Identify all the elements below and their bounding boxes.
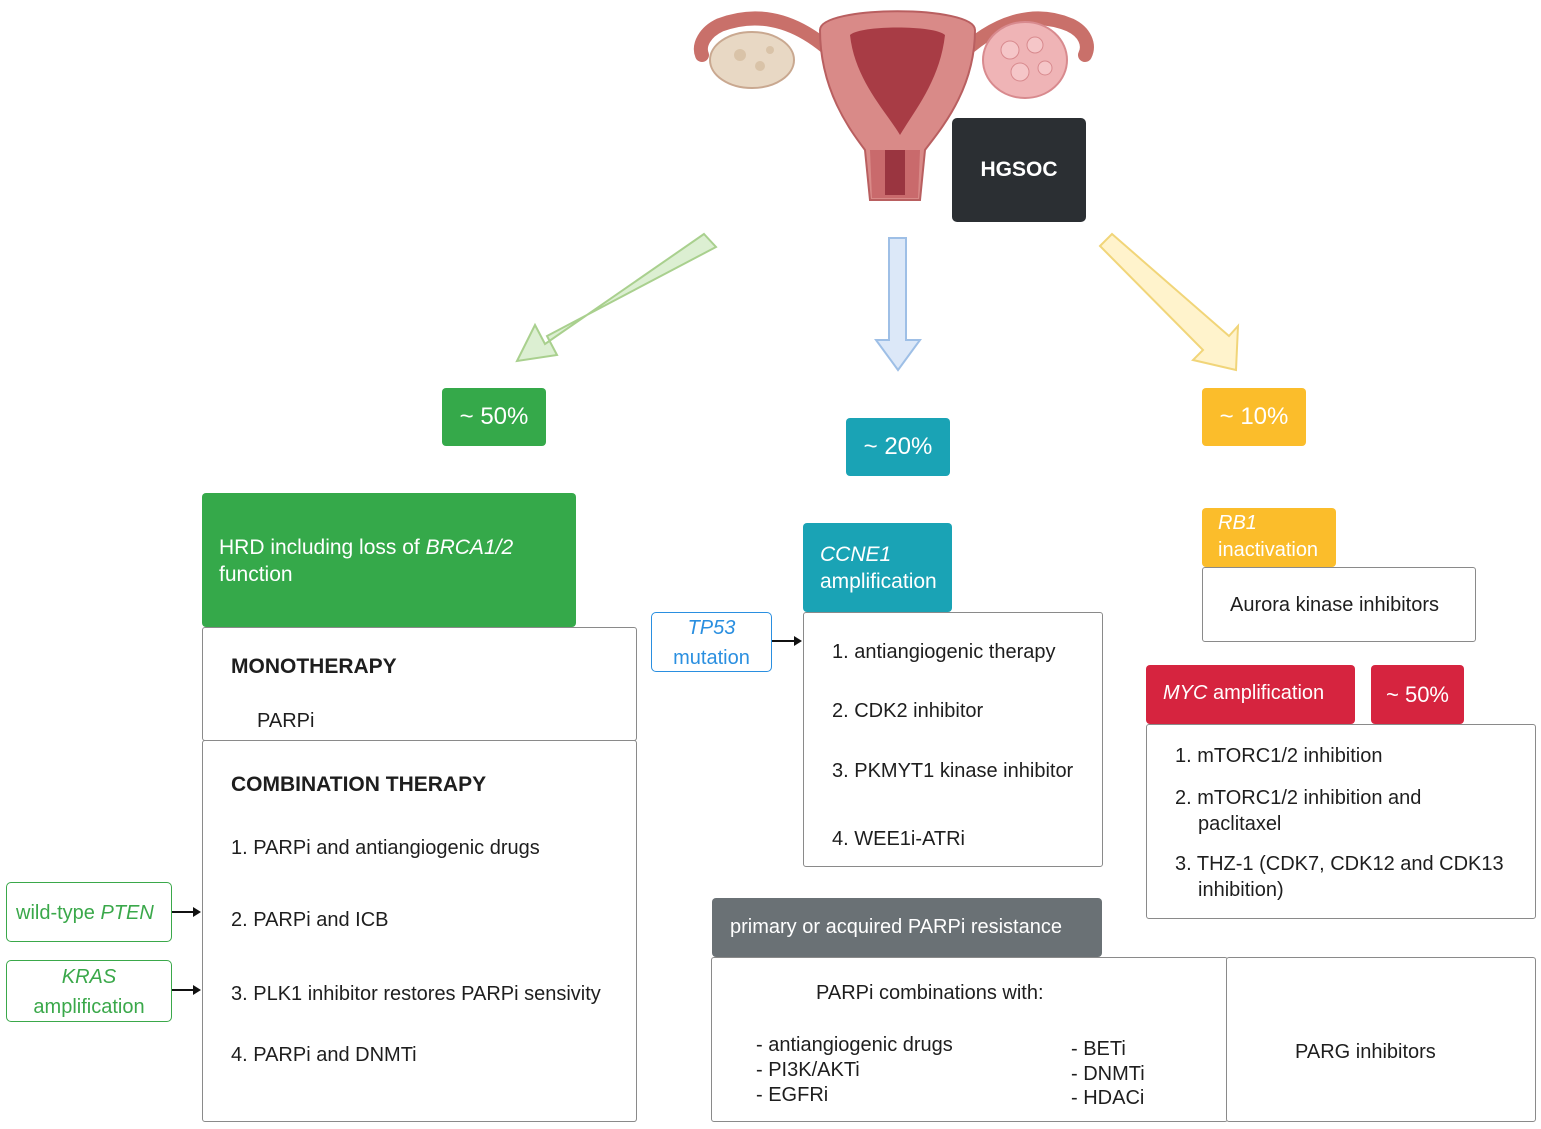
monotherapy-title: MONOTHERAPY <box>231 655 397 678</box>
parg-inhibitors-box: PARG inhibitors <box>1226 957 1536 1122</box>
resistance-header-box: primary or acquired PARPi resistance <box>712 898 1102 957</box>
hrd-line2: function <box>219 563 293 586</box>
hrd-header-box: HRD including loss of BRCA1/2 function <box>202 493 576 627</box>
ccne1-therapy-item: 2. CDK2 inhibitor <box>832 700 984 722</box>
combination-item: 3. PLK1 inhibitor restores PARPi sensivi… <box>231 983 601 1005</box>
hrd-line1: HRD including loss of BRCA1/2 <box>219 536 514 559</box>
parg-text: PARG inhibitors <box>1295 1041 1436 1063</box>
kras-line2: amplification <box>33 996 145 1018</box>
monotherapy-box: MONOTHERAPY PARPi <box>202 627 637 741</box>
combo-drug: - BETi <box>1071 1038 1126 1060</box>
aurora-box: Aurora kinase inhibitors <box>1202 567 1476 642</box>
myc-text: MYC amplification <box>1163 682 1325 704</box>
arrow-to-hrd <box>515 232 718 363</box>
myc-therapy-item: 1. mTORC1/2 inhibition <box>1175 745 1383 767</box>
ccne1-therapy-item: 4. WEE1i-ATRi <box>832 828 965 850</box>
myc-percent-badge: ~ 50% <box>1371 665 1464 724</box>
combination-item: 4. PARPi and DNMTi <box>231 1044 417 1066</box>
combos-title: PARPi combinations with: <box>816 982 1044 1004</box>
arrow-to-ccne1 <box>874 237 922 372</box>
ccne1-gene: CCNE1 <box>820 543 892 566</box>
myc-therapy-item-cont: paclitaxel <box>1198 813 1282 835</box>
myc-therapy-item: 3. THZ-1 (CDK7, CDK12 and CDK13 <box>1175 853 1504 875</box>
ccne1-percent-text: ~ 20% <box>863 433 933 460</box>
tp53-line2: mutation <box>673 647 750 669</box>
kras-arrow <box>172 985 201 995</box>
rb1-line2: inactivation <box>1218 539 1319 561</box>
ccne1-therapy-item: 3. PKMYT1 kinase inhibitor <box>832 760 1074 782</box>
combo-drug: - PI3K/AKTi <box>756 1059 860 1081</box>
resistance-title: primary or acquired PARPi resistance <box>730 916 1062 938</box>
combo-drug: - DNMTi <box>1071 1063 1145 1085</box>
kras-gene: KRAS <box>61 966 117 988</box>
ccne1-percent-badge: ~ 20% <box>846 418 950 476</box>
rb1-gene: RB1 <box>1218 512 1257 534</box>
pten-arrow <box>172 907 201 917</box>
resistance-combos-box: PARPi combinations with: - antiangiogeni… <box>711 957 1228 1122</box>
ccne1-line2: amplification <box>820 570 937 593</box>
combination-title: COMBINATION THERAPY <box>231 773 487 796</box>
rb1-header-box: RB1 inactivation <box>1202 508 1336 567</box>
hgsoc-text: HGSOC <box>980 158 1058 181</box>
ccne1-header-box: CCNE1 amplification <box>803 523 952 612</box>
myc-therapy-item-cont: inhibition) <box>1198 879 1284 901</box>
wild-type-pten-box: wild-type PTEN <box>6 882 172 942</box>
combo-drug: - HDACi <box>1071 1087 1145 1109</box>
hgsoc-label: HGSOC <box>952 118 1086 222</box>
rb1-percent-text: ~ 10% <box>1219 403 1289 430</box>
myc-therapy-box: 1. mTORC1/2 inhibition 2. mTORC1/2 inhib… <box>1146 724 1536 919</box>
rb1-percent-badge: ~ 10% <box>1202 388 1306 446</box>
myc-header-box: MYC amplification <box>1146 665 1355 724</box>
combination-item: 2. PARPi and ICB <box>231 909 389 931</box>
tp53-gene: TP53 <box>687 617 736 639</box>
ccne1-therapy-item: 1. antiangiogenic therapy <box>832 641 1056 663</box>
combination-therapy-box: COMBINATION THERAPY 1. PARPi and antiang… <box>202 740 637 1122</box>
combination-item: 1. PARPi and antiangiogenic drugs <box>231 837 540 859</box>
monotherapy-item: PARPi <box>257 710 315 732</box>
combo-drug: - antiangiogenic drugs <box>756 1034 953 1056</box>
ccne1-therapy-box: 1. antiangiogenic therapy 2. CDK2 inhibi… <box>803 612 1103 867</box>
uterus-illustration <box>694 10 1094 201</box>
tp53-mutation-box: TP53 mutation <box>651 612 772 672</box>
tp53-arrow <box>772 636 802 646</box>
hrd-percent-text: ~ 50% <box>459 403 529 430</box>
myc-percent-text: ~ 50% <box>1386 681 1449 707</box>
aurora-text: Aurora kinase inhibitors <box>1230 594 1439 616</box>
pten-text: wild-type PTEN <box>16 902 154 924</box>
combo-drug: - EGFRi <box>756 1084 829 1106</box>
kras-amplification-box: KRAS amplification <box>6 960 172 1022</box>
arrow-to-rb1 <box>1098 232 1240 372</box>
myc-therapy-item: 2. mTORC1/2 inhibition and <box>1175 787 1422 809</box>
hrd-percent-badge: ~ 50% <box>442 388 546 446</box>
